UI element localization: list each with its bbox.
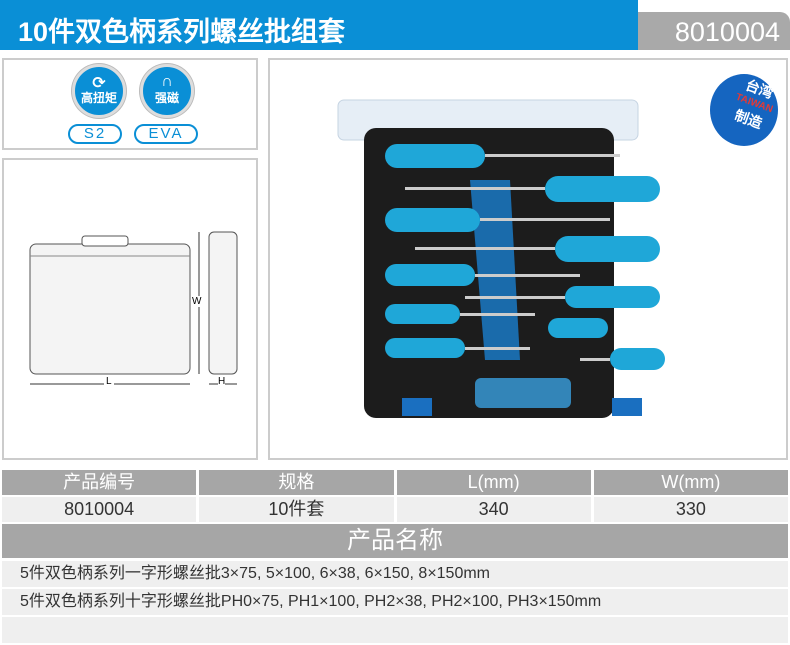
screwdrivers <box>385 144 665 370</box>
screwdriver-set-case-image <box>337 74 778 418</box>
case-dimension-diagram: L W H <box>2 158 258 460</box>
product-name-item: 5件双色柄系列十字形螺丝批PH0×75, PH1×100, PH2×38, PH… <box>2 589 788 615</box>
product-number: 8010004 <box>2 497 200 522</box>
high-torque-badge: ⟳高扭矩 <box>72 64 126 118</box>
features-panel: ⟳高扭矩 ∩强磁 S2 EVA <box>2 58 258 150</box>
case-outline-drawing <box>29 231 238 385</box>
page-title: 10件双色柄系列螺丝批组套 <box>0 0 638 50</box>
magnet-icon: ∩ <box>161 73 173 90</box>
length-label: L <box>104 376 114 387</box>
product-names-title: 产品名称 <box>2 524 788 558</box>
col-width: W(mm) <box>593 470 788 495</box>
spec-table-row: 8010004 10件套 340 330 <box>2 497 788 522</box>
torque-icon: ⟳ <box>92 75 106 92</box>
height-label: H <box>218 376 226 387</box>
product-name-item: 5件双色柄系列一字形螺丝批3×75, 5×100, 6×38, 6×150, 8… <box>2 561 788 587</box>
empty-row <box>2 617 788 643</box>
width-value: 330 <box>593 497 788 522</box>
product-photo: 台湾 TAIWAN 制造 <box>268 58 788 460</box>
col-length: L(mm) <box>396 470 594 495</box>
product-code-tab: 8010004 <box>638 12 790 50</box>
spec-value: 10件套 <box>199 497 397 522</box>
strong-magnet-badge: ∩强磁 <box>140 64 194 118</box>
s2-steel-label: S2 <box>68 124 122 144</box>
col-spec: 规格 <box>199 470 397 495</box>
col-product-number: 产品编号 <box>2 470 200 495</box>
spec-table-header: 产品编号 规格 L(mm) W(mm) <box>2 470 788 495</box>
length-value: 340 <box>396 497 594 522</box>
eva-label: EVA <box>134 124 198 144</box>
width-label: W <box>192 296 202 307</box>
